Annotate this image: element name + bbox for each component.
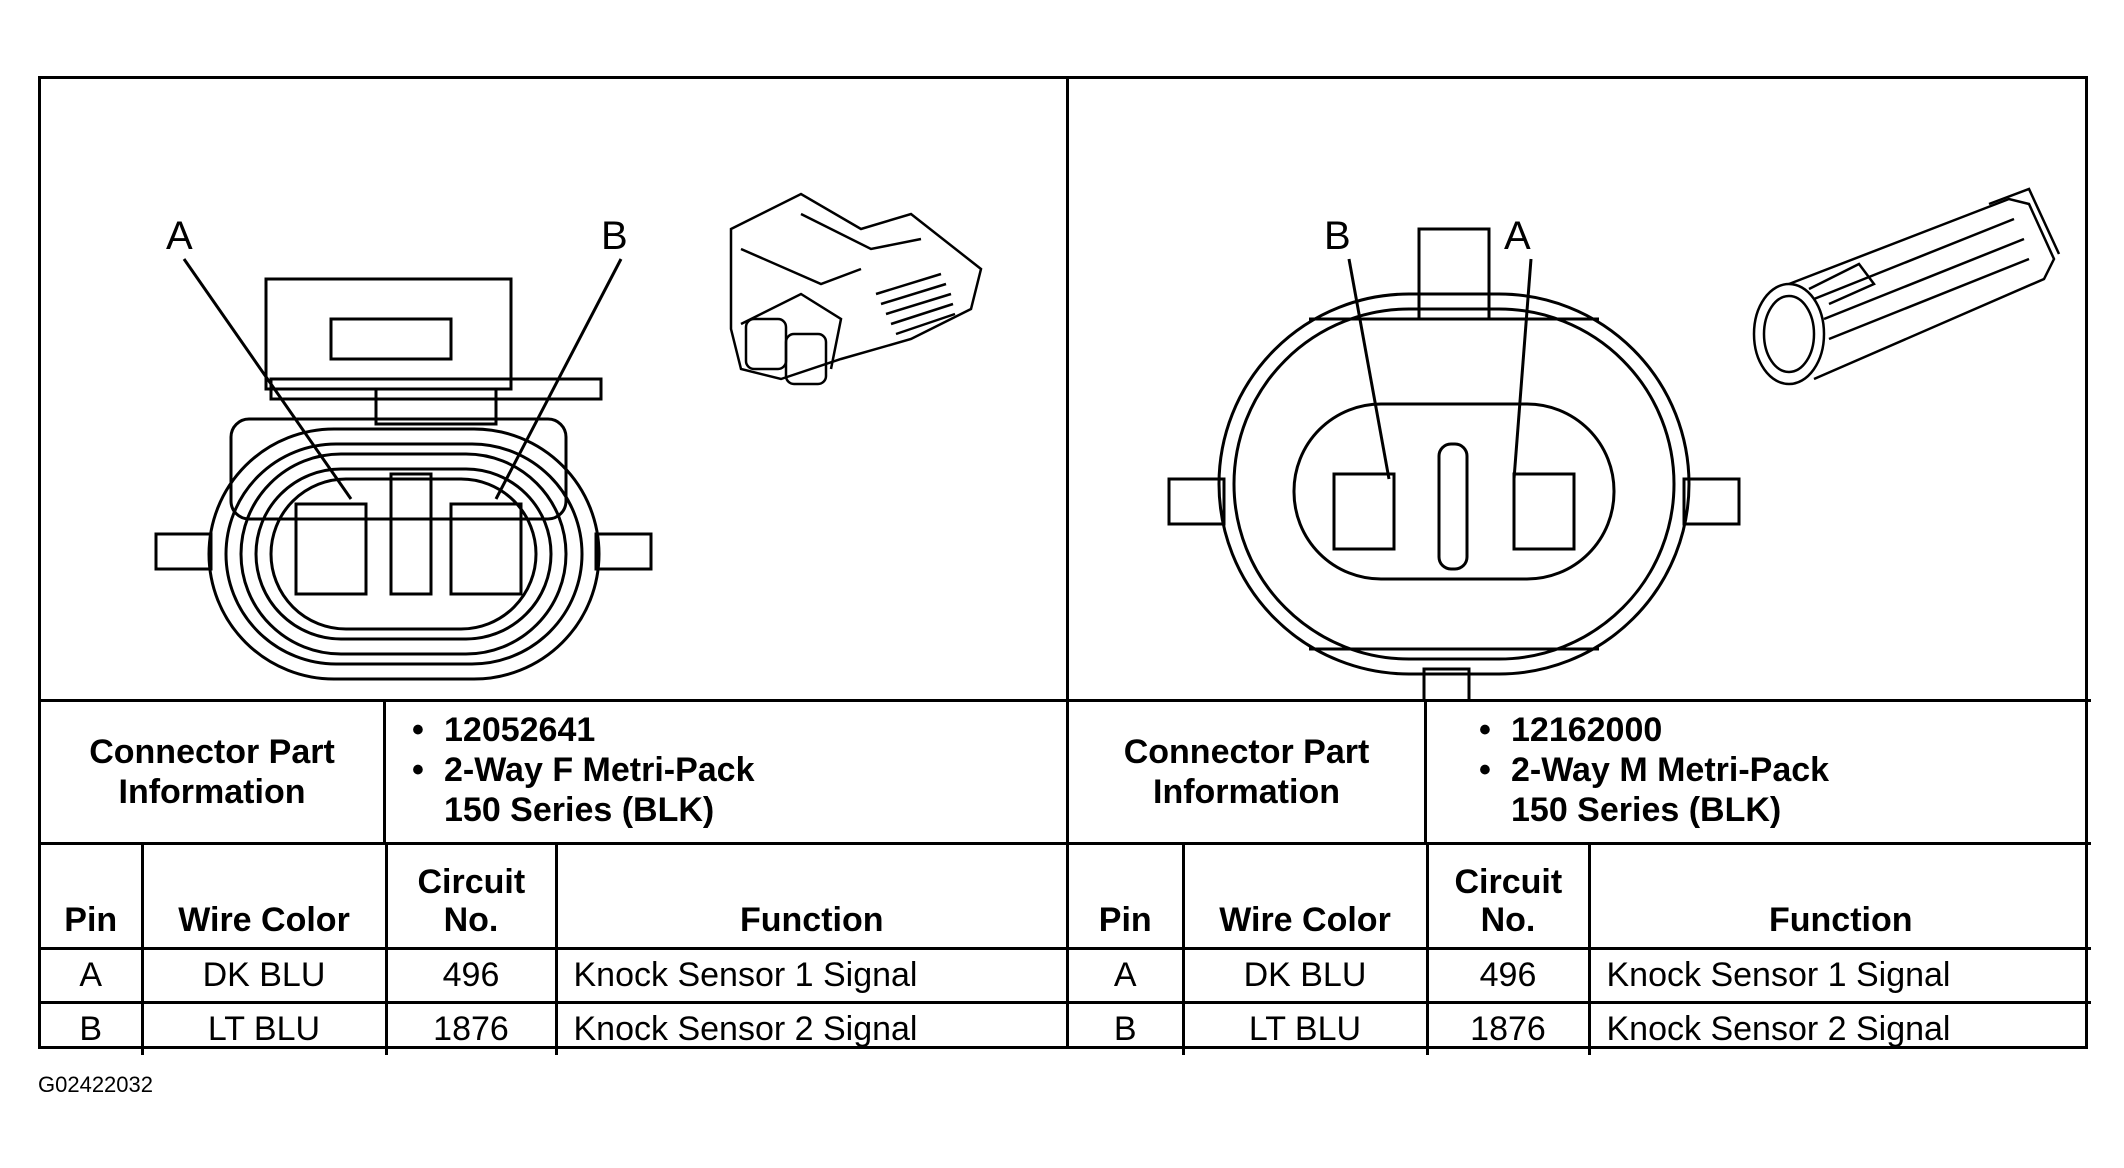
part-number: 12052641	[412, 710, 1066, 750]
connector-face-drawing-female: A B	[41, 79, 1066, 699]
cell-function: Knock Sensor 2 Signal	[554, 1001, 1066, 1055]
cell-wire-color: LT BLU	[1181, 1001, 1429, 1055]
cell-circuit: 1876	[1425, 1001, 1591, 1055]
connector-description: 2-Way F Metri-Pack 150 Series (BLK)	[412, 750, 774, 830]
connector-face-drawing-male: B A	[1069, 79, 2091, 699]
connector-description: 2-Way M Metri-Pack 150 Series (BLK)	[1479, 750, 1851, 830]
cell-circuit: 496	[384, 947, 558, 1004]
part-info-label: Connector Part Information	[41, 702, 386, 842]
cell-function: Knock Sensor 2 Signal	[1587, 1001, 2091, 1055]
cell-function: Knock Sensor 1 Signal	[554, 947, 1066, 1004]
cell-pin: B	[1069, 1001, 1185, 1055]
cell-wire-color: LT BLU	[140, 1001, 388, 1055]
connector-diagram-frame: A B	[38, 76, 2091, 1055]
connector-panel-male: B A	[1066, 79, 2091, 1055]
cell-function: Knock Sensor 1 Signal	[1587, 947, 2091, 1004]
pin-table: Pin Wire Color Circuit No. Function A DK…	[1069, 845, 2091, 1055]
column-header-wire-color: Wire Color	[140, 845, 388, 950]
figure-id: G02422032	[38, 1072, 153, 1097]
cell-circuit: 1876	[384, 1001, 558, 1055]
pin-letter-label: B	[601, 214, 628, 258]
pin-table: Pin Wire Color Circuit No. Function A DK…	[41, 845, 1066, 1055]
connector-part-information: Connector Part Information 12162000 2-Wa…	[1069, 699, 2091, 845]
cell-wire-color: DK BLU	[140, 947, 388, 1004]
column-header-function: Function	[1587, 845, 2091, 950]
cell-pin: A	[41, 947, 144, 1004]
connector-panel-female: A B	[41, 79, 1066, 1055]
column-header-pin: Pin	[41, 845, 144, 950]
column-header-circuit: Circuit No.	[1425, 845, 1591, 950]
cell-pin: B	[41, 1001, 144, 1055]
cell-wire-color: DK BLU	[1181, 947, 1429, 1004]
part-info-list: 12162000 2-Way M Metri-Pack 150 Series (…	[1427, 702, 2091, 842]
table-row: B LT BLU 1876 Knock Sensor 2 Signal	[41, 1001, 1066, 1055]
table-row: B LT BLU 1876 Knock Sensor 2 Signal	[1069, 1001, 2091, 1055]
part-info-label: Connector Part Information	[1069, 702, 1427, 842]
column-header-wire-color: Wire Color	[1181, 845, 1429, 950]
pin-letter-label: B	[1324, 214, 1351, 258]
column-header-pin: Pin	[1069, 845, 1185, 950]
column-header-circuit: Circuit No.	[384, 845, 558, 950]
connector-part-information: Connector Part Information 12052641 2-Wa…	[41, 699, 1066, 845]
pin-letter-label: A	[1504, 214, 1531, 258]
table-row: A DK BLU 496 Knock Sensor 1 Signal	[41, 947, 1066, 1004]
table-row: A DK BLU 496 Knock Sensor 1 Signal	[1069, 947, 2091, 1004]
cell-pin: A	[1069, 947, 1185, 1004]
pin-letter-label: A	[166, 214, 193, 258]
part-number: 12162000	[1479, 710, 2091, 750]
column-header-function: Function	[554, 845, 1066, 950]
part-info-list: 12052641 2-Way F Metri-Pack 150 Series (…	[386, 702, 1066, 842]
cell-circuit: 496	[1425, 947, 1591, 1004]
